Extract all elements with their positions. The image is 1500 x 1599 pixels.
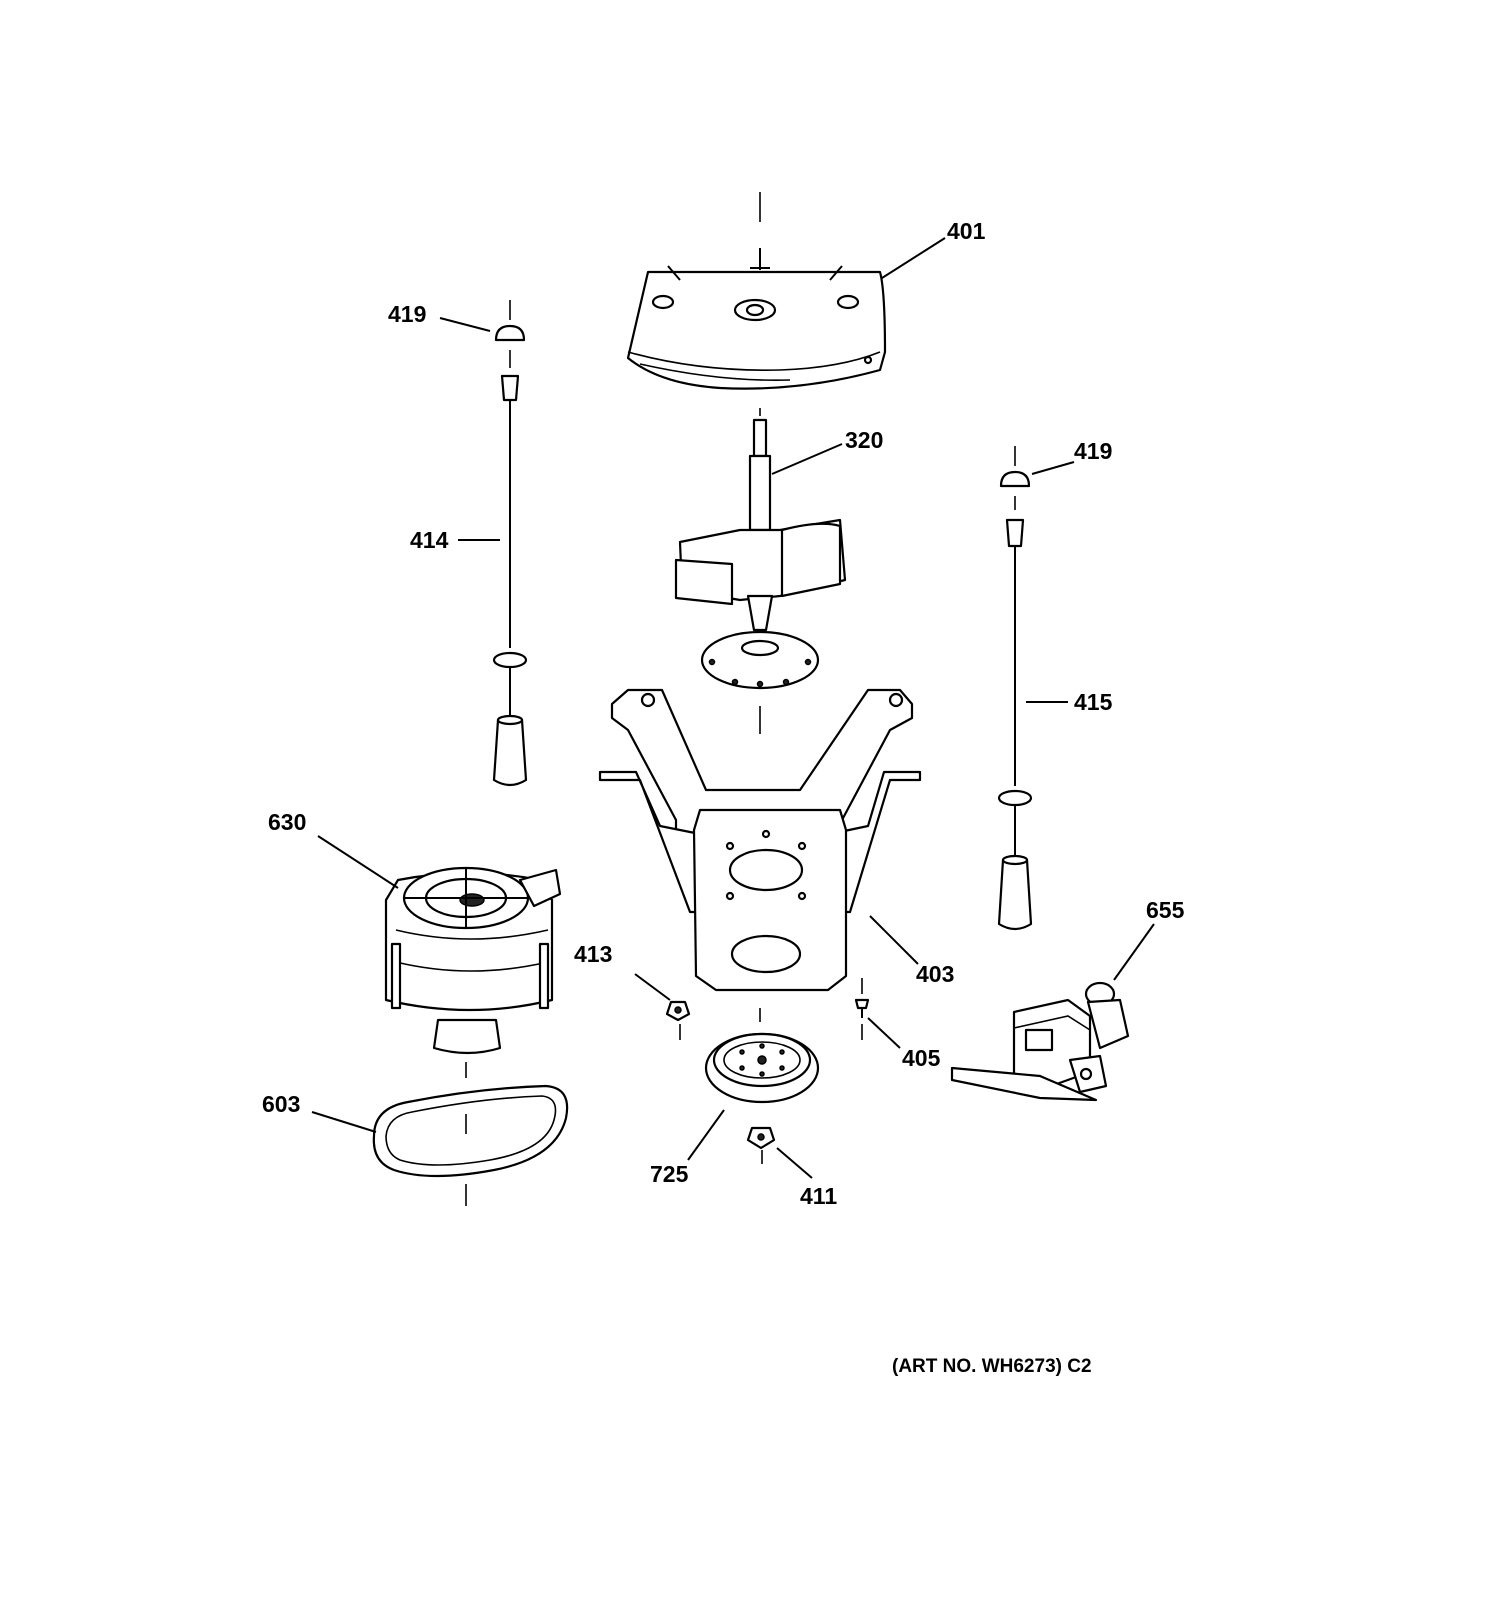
part-603-belt — [372, 1084, 569, 1206]
part-405-screw — [854, 978, 870, 1040]
label-419-left: 419 — [388, 301, 426, 327]
leader-lines — [311, 237, 1155, 1179]
label-320: 320 — [845, 427, 883, 453]
label-403: 403 — [916, 961, 954, 987]
part-401-cover — [626, 192, 887, 390]
art-number: (ART NO. WH6273) C2 — [892, 1356, 1092, 1377]
part-419-right-cap — [999, 446, 1031, 510]
part-630-motor — [384, 866, 562, 1078]
label-401: 401 — [947, 218, 986, 244]
label-725: 725 — [650, 1161, 689, 1187]
label-603: 603 — [262, 1091, 300, 1117]
label-655: 655 — [1146, 897, 1185, 923]
label-405: 405 — [902, 1045, 941, 1071]
part-403-base-bracket — [598, 688, 922, 1022]
part-414-suspension-rod — [492, 374, 528, 787]
part-411-nut — [746, 1126, 776, 1164]
part-labels: 401 419 320 419 414 415 630 655 413 403 … — [262, 218, 1185, 1209]
part-419-left-cap — [494, 300, 526, 368]
label-411: 411 — [800, 1183, 837, 1209]
label-414: 414 — [410, 527, 449, 553]
label-415: 415 — [1074, 689, 1113, 715]
label-419-right: 419 — [1074, 438, 1112, 464]
part-413-nut — [665, 1000, 691, 1040]
part-415-suspension-rod — [997, 518, 1033, 931]
part-320-transmission — [674, 408, 847, 734]
label-630: 630 — [268, 809, 306, 835]
label-413: 413 — [574, 941, 612, 967]
part-655-pump — [950, 981, 1130, 1102]
part-725-pulley — [704, 1032, 820, 1104]
